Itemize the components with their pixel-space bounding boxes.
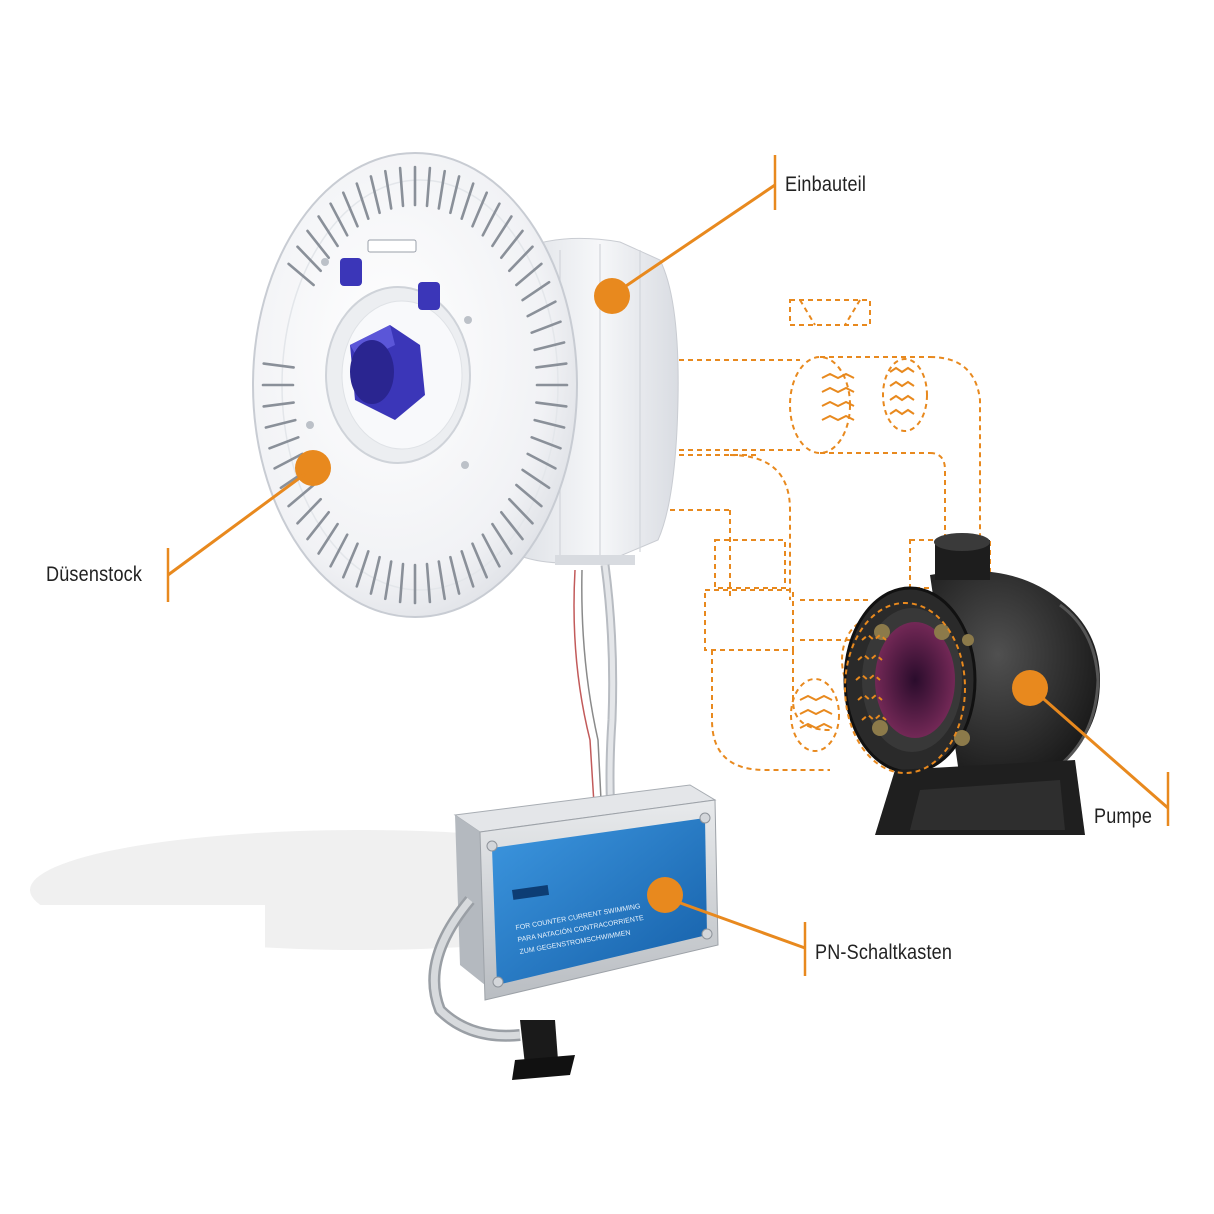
grille-slit <box>471 542 489 579</box>
callout-pumpe <box>1012 670 1170 826</box>
box-hose <box>428 896 575 1080</box>
grille-slit <box>507 245 534 273</box>
grille-slit <box>499 229 524 260</box>
grille-slit <box>329 202 349 237</box>
grille-slit <box>491 522 513 555</box>
grille-slit <box>296 245 323 273</box>
grille-slit <box>369 175 381 215</box>
grille-slits <box>261 165 569 605</box>
grille-slit <box>296 497 323 525</box>
pump-flange-coil <box>844 602 966 774</box>
label-duesenstock: Düsenstock <box>46 563 143 586</box>
grille-slit <box>460 549 475 588</box>
grille-slit <box>533 341 566 352</box>
grille-slit <box>383 560 393 601</box>
grille-slit <box>398 562 405 604</box>
grille-slit <box>287 262 315 287</box>
grille-slit <box>341 542 359 579</box>
grille-slit <box>268 435 300 450</box>
grille-slit <box>425 562 432 604</box>
grille-slit <box>449 175 461 215</box>
grille-slit <box>491 215 513 248</box>
grille-slit <box>437 560 447 601</box>
label-schaltkasten: PN-Schaltkasten <box>815 941 953 964</box>
control-box <box>453 784 719 1001</box>
grille-slit <box>535 362 568 369</box>
grille-slit <box>383 169 393 210</box>
grille-slit <box>481 533 501 568</box>
grille-slit <box>317 522 339 555</box>
grille-slit <box>526 452 557 470</box>
grille-slit <box>355 549 370 588</box>
grille-slit <box>533 418 566 429</box>
cables <box>573 564 618 831</box>
grille-slit <box>264 418 297 429</box>
label-pumpe: Pumpe <box>1094 805 1153 828</box>
label-einbauteil: Einbauteil <box>785 173 867 196</box>
grille-slit <box>329 533 349 568</box>
grille-slit <box>306 510 331 541</box>
grille-slit <box>526 300 557 318</box>
grille-slit <box>481 202 501 237</box>
nozzle-face <box>252 152 578 618</box>
grille-slit <box>369 555 381 595</box>
grille-slit <box>355 182 370 220</box>
grille-slit <box>499 510 524 541</box>
grille-slit <box>262 362 295 369</box>
grille-slit <box>471 191 489 228</box>
grille-slit <box>535 401 568 408</box>
grille-slit <box>530 435 562 450</box>
grille-slit <box>273 452 304 470</box>
grille-slit <box>460 182 475 220</box>
piping-outline <box>670 299 991 771</box>
grille-slit <box>521 468 551 490</box>
callout-einbauteil <box>594 155 777 314</box>
callout-duesenstock <box>166 450 331 602</box>
grille-slit <box>521 280 551 302</box>
grille-slit <box>398 166 405 208</box>
grille-slit <box>515 483 543 508</box>
grille-slit <box>317 215 339 248</box>
grille-slit <box>530 320 562 335</box>
grille-slit <box>425 166 432 208</box>
grille-slit <box>515 262 543 287</box>
grille-slit <box>449 555 461 595</box>
grille-slit <box>287 483 315 508</box>
grille-slit <box>306 229 331 260</box>
grille-slit <box>507 497 534 525</box>
callout-schaltkasten <box>647 877 807 976</box>
grille-slit <box>262 401 295 408</box>
grille-slit <box>341 191 359 228</box>
grille-slit <box>437 169 447 210</box>
pump <box>843 533 1100 835</box>
pipe-threads <box>799 366 915 730</box>
